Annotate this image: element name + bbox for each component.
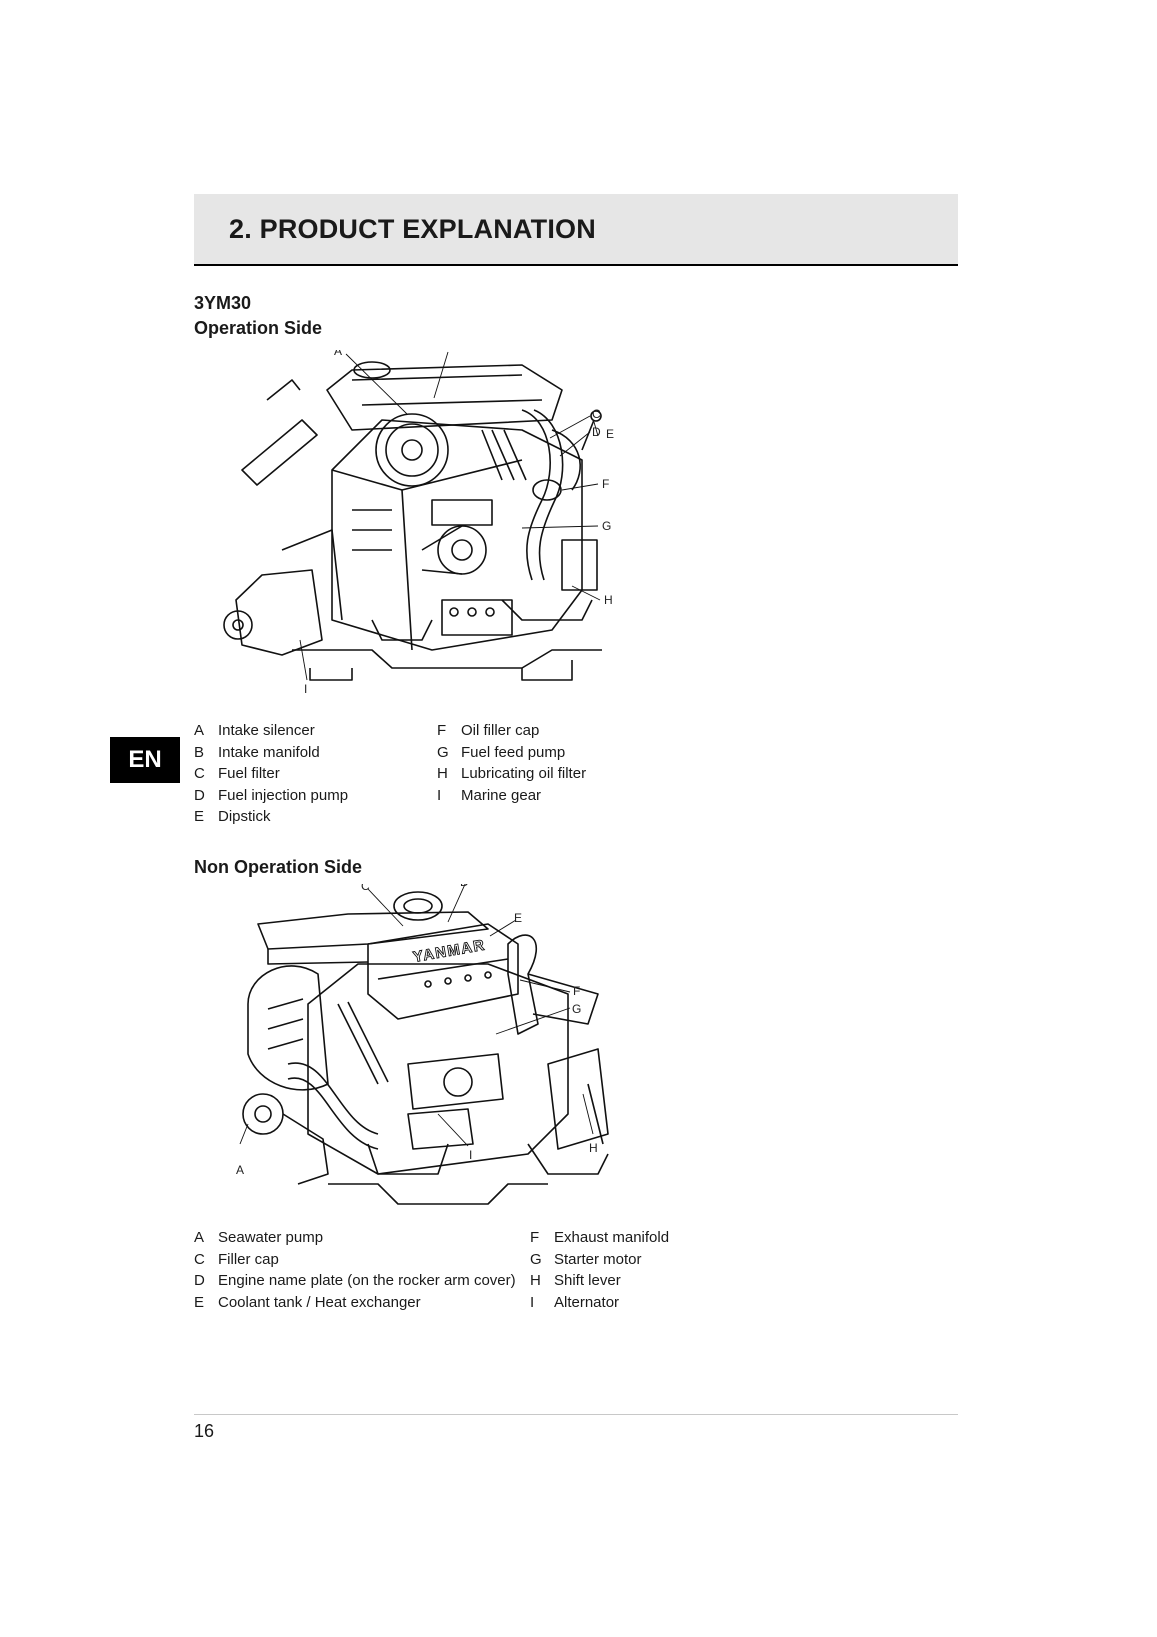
legend-label: Shift lever — [554, 1272, 621, 1289]
non-operation-callout-d: D — [460, 884, 469, 889]
non-operation-callout-i: I — [469, 1148, 472, 1162]
non-operation-side-legend-left: A Seawater pump C Filler cap D Engine name … — [194, 1227, 516, 1313]
legend-item: D Engine name plate (on the rocker arm co… — [194, 1270, 516, 1292]
legend-item: H Lubricating oil filter — [437, 763, 586, 785]
legend-label: Engine name plate (on the rocker arm cov… — [218, 1272, 516, 1289]
operation-callout-d: D — [592, 425, 601, 439]
chapter-title: 2. PRODUCT EXPLANATION — [229, 214, 596, 244]
legend-label: Starter motor — [554, 1250, 642, 1268]
legend-label: Marine gear — [461, 786, 542, 804]
non-operation-callout-c: C — [361, 884, 370, 893]
legend-label: Intake silencer — [218, 722, 315, 739]
operation-callout-b: B — [444, 350, 452, 352]
legend-label: Filler cap — [218, 1250, 279, 1268]
legend-label: Dipstick — [218, 808, 271, 825]
legend-item: I Alternator — [530, 1292, 669, 1314]
legend-item: H Shift lever — [530, 1270, 669, 1292]
legend-label: Alternator — [554, 1293, 620, 1311]
legend-item: A Seawater pump — [194, 1227, 516, 1249]
legend-letter: G — [437, 743, 449, 761]
operation-side-title: Operation Side — [194, 318, 323, 338]
operation-side-legend-right: F Oil filler cap G Fuel feed pump H Lubrica… — [437, 720, 586, 806]
legend-item: B Intake manifold — [194, 742, 348, 764]
operation-callout-c: C — [592, 407, 601, 421]
legend-letter: D — [194, 1272, 205, 1289]
legend-label: Fuel feed pump — [461, 743, 566, 761]
legend-letter: A — [194, 1229, 205, 1246]
operation-callout-e: E — [606, 427, 614, 441]
legend-item: E Dipstick — [194, 806, 348, 828]
legend-letter: G — [530, 1250, 542, 1268]
legend-label: Fuel filter — [218, 765, 280, 782]
non-operation-side-title: Non Operation Side — [194, 857, 363, 877]
legend-letter: C — [194, 765, 205, 782]
legend-letter: F — [530, 1229, 540, 1246]
legend-letter: H — [530, 1272, 541, 1289]
yanmar-nameplate: YANMAR — [412, 937, 487, 966]
non-operation-callout-h: H — [589, 1141, 598, 1155]
operation-callout-i: I — [304, 682, 307, 696]
legend-letter: I — [437, 786, 442, 804]
operation-callout-a: A — [334, 350, 342, 358]
legend-item: G Starter motor — [530, 1249, 669, 1271]
operation-callout-f: F — [602, 477, 609, 491]
legend-item: I Marine gear — [437, 785, 586, 807]
legend-label: Intake manifold — [218, 743, 320, 761]
legend-item: D Fuel injection pump — [194, 785, 348, 807]
operation-side-engine-illustration: A B C D E F G H I — [222, 350, 642, 710]
non-operation-side-legend-right: F Exhaust manifold G Starter motor H Shift … — [530, 1227, 669, 1313]
legend-label: Exhaust manifold — [554, 1229, 670, 1246]
language-tab: EN — [110, 737, 180, 783]
legend-label: Coolant tank / Heat exchanger — [218, 1293, 421, 1311]
legend-letter: F — [437, 722, 447, 739]
legend-letter: H — [437, 765, 448, 782]
page-number: 16 — [194, 1421, 215, 1441]
legend-letter: E — [194, 1293, 205, 1311]
legend-letter: D — [194, 786, 205, 804]
model-title: 3YM30 — [194, 293, 252, 313]
legend-label: Seawater pump — [218, 1229, 324, 1246]
chapter-header: 2. PRODUCT EXPLANATION — [194, 194, 958, 266]
legend-letter: A — [194, 722, 205, 739]
non-operation-side-engine-illustration: YANMAR C D E F G H I A — [228, 884, 648, 1214]
non-operation-callout-e: E — [514, 911, 522, 925]
legend-item: G Fuel feed pump — [437, 742, 586, 764]
legend-label: Lubricating oil filter — [461, 765, 587, 782]
legend-item: A Intake silencer — [194, 720, 348, 742]
legend-item: C Fuel filter — [194, 763, 348, 785]
legend-label: Oil filler cap — [461, 722, 540, 739]
operation-callout-h: H — [604, 593, 613, 607]
legend-item: F Exhaust manifold — [530, 1227, 669, 1249]
non-operation-callout-g: G — [572, 1002, 581, 1016]
legend-letter: C — [194, 1250, 205, 1268]
operation-callout-g: G — [602, 519, 611, 533]
legend-letter: I — [530, 1293, 535, 1311]
legend-letter: E — [194, 808, 205, 825]
non-operation-callout-a: A — [236, 1163, 244, 1177]
legend-letter: B — [194, 743, 205, 761]
legend-item: F Oil filler cap — [437, 720, 586, 742]
legend-item: C Filler cap — [194, 1249, 516, 1271]
legend-item: E Coolant tank / Heat exchanger — [194, 1292, 516, 1314]
operation-side-legend-left: A Intake silencer B Intake manifold C Fuel … — [194, 720, 348, 828]
non-operation-callout-f: F — [573, 984, 580, 998]
legend-label: Fuel injection pump — [218, 786, 349, 804]
footer-divider — [194, 1414, 958, 1415]
